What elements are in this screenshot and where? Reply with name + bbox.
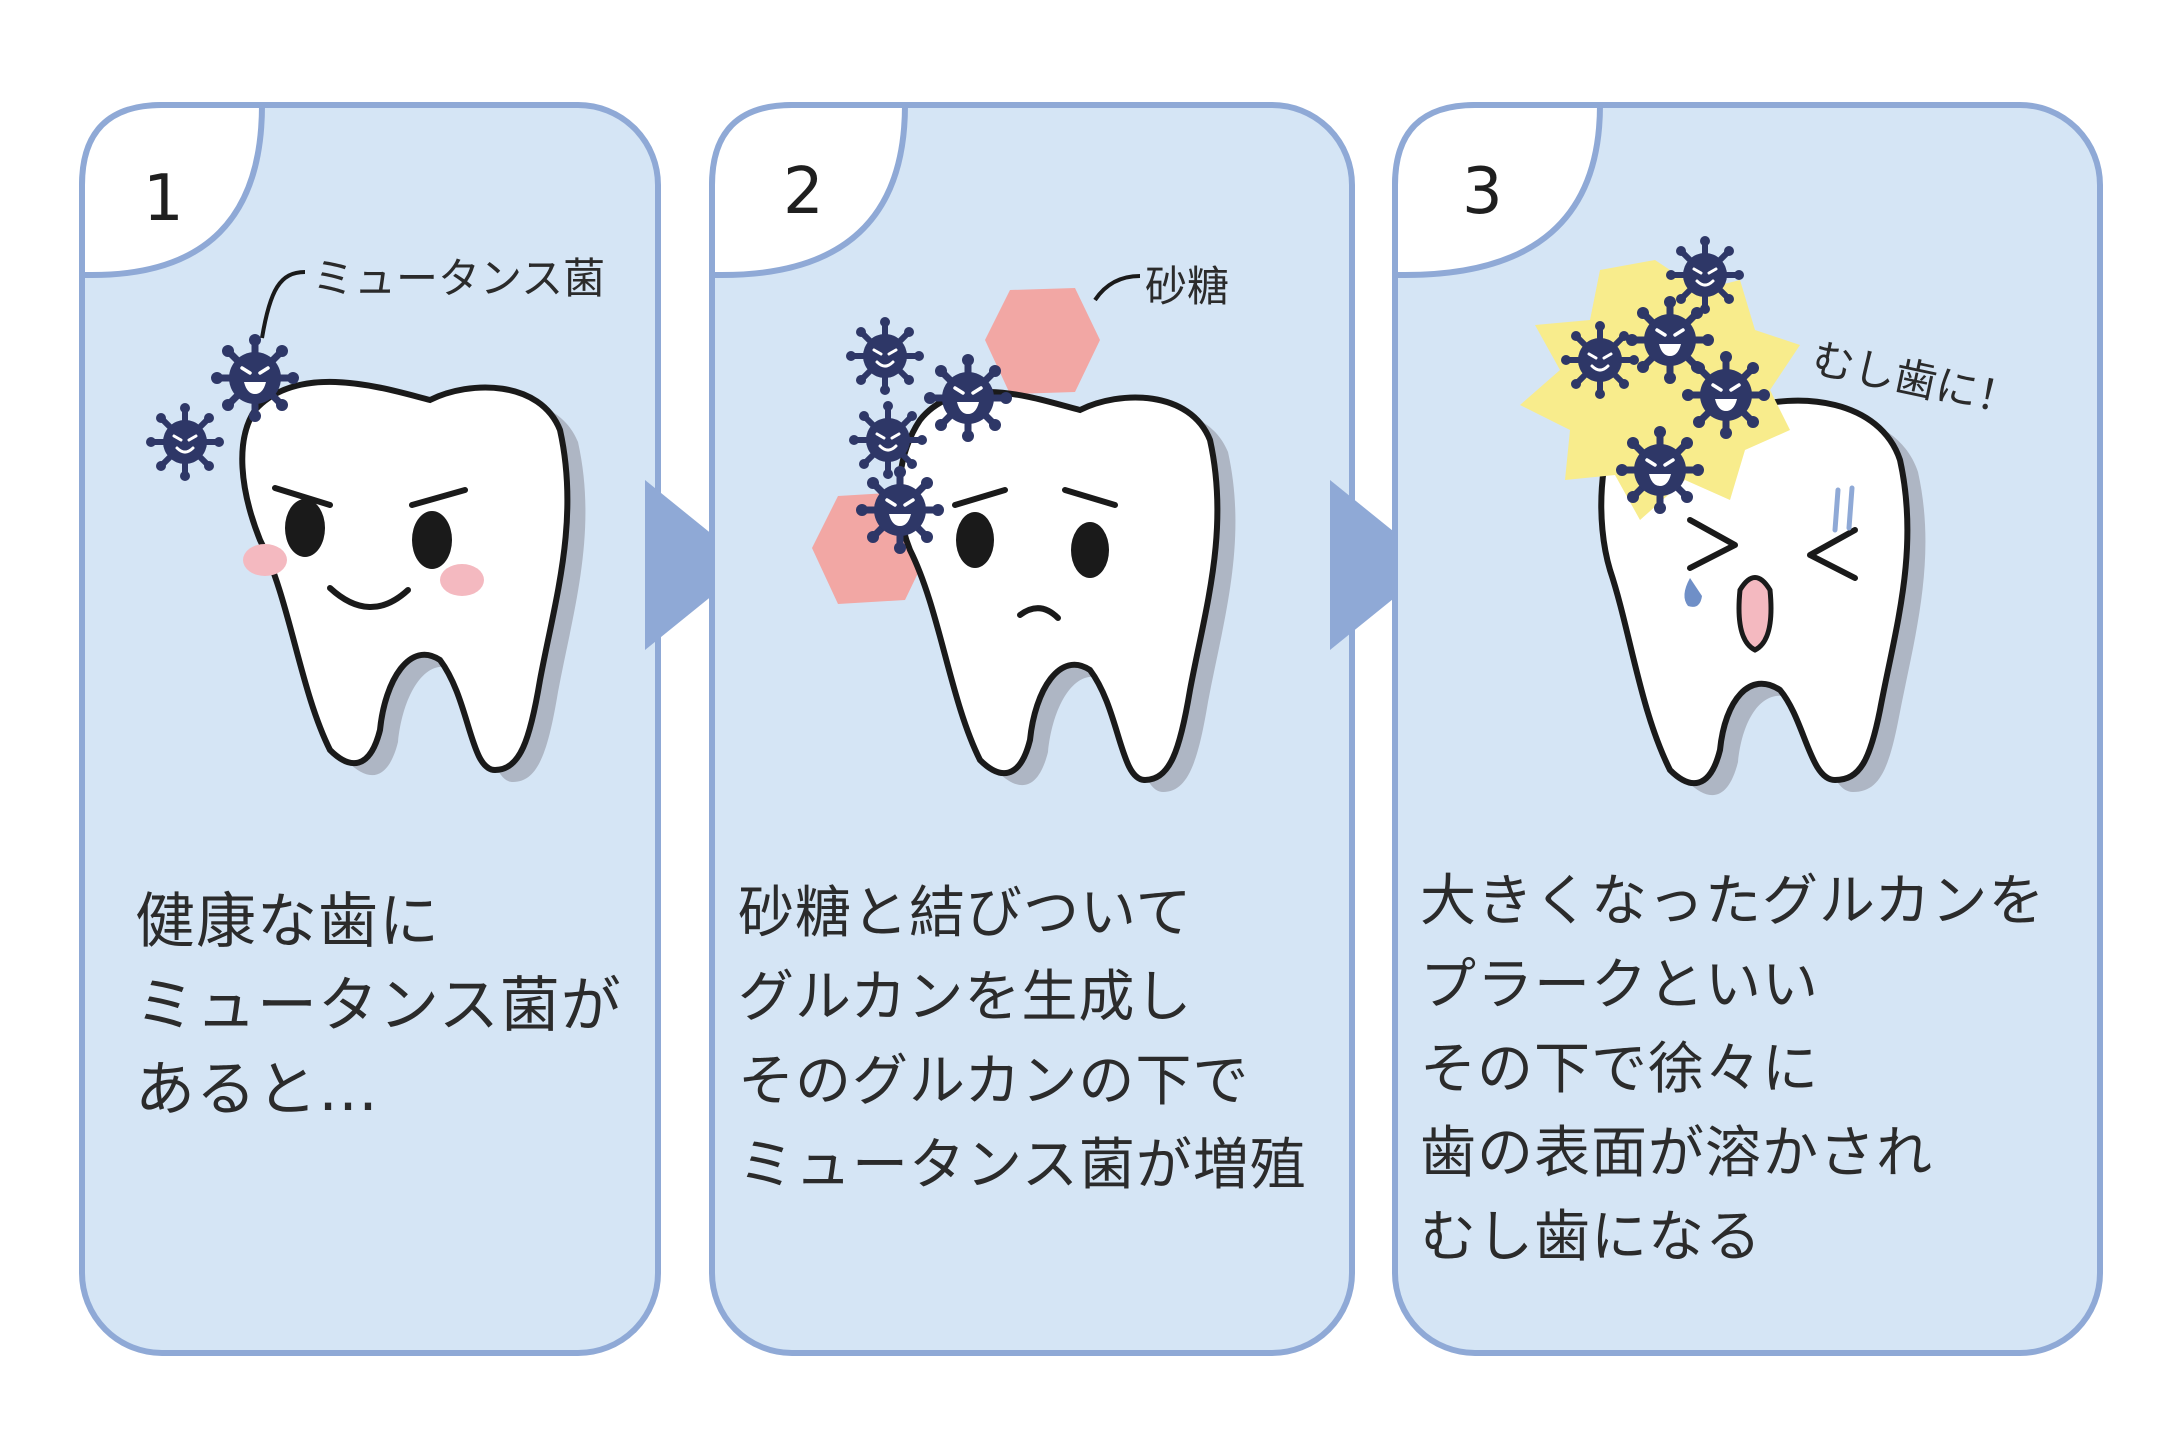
germ-icon	[211, 334, 299, 422]
germ-icon	[1666, 236, 1744, 314]
germ-icon	[924, 354, 1012, 442]
germ-icon	[1561, 321, 1639, 399]
caption-line: そのグルカンの下で	[738, 1049, 1250, 1114]
sugar-crystal	[985, 288, 1100, 394]
germ-icon	[1616, 426, 1704, 514]
panel-2	[709, 102, 1355, 1356]
germ-icon	[846, 317, 924, 395]
caption-line: あると…	[135, 1055, 379, 1125]
panel-1-number-badge	[79, 102, 266, 278]
caption-line: 大きくなったグルカンを	[1420, 869, 2046, 934]
caption-line: ミュータンス菌が	[135, 971, 622, 1041]
panel-3-number: 3	[1462, 155, 1503, 229]
germ-callout: ミュータンス菌	[312, 254, 606, 303]
panel-1	[79, 102, 661, 1356]
sugar-callout: 砂糖	[1145, 262, 1230, 311]
panel-3-number-badge	[1392, 102, 1604, 278]
panel-1-caption: 健康な歯に ミュータンス菌が あると…	[135, 880, 622, 1132]
worried-tooth	[896, 388, 1236, 792]
caption-line: その下で徐々に	[1420, 1037, 1819, 1102]
panel-1-number: 1	[143, 162, 184, 236]
caption-line: むし歯になる	[1420, 1205, 1762, 1270]
caption-line: 歯の表面が溶かされ	[1420, 1121, 1933, 1186]
panel-2-caption: 砂糖と結びついて グルカンを生成し そのグルカンの下で ミュータンス菌が増殖	[738, 872, 1307, 1208]
plaque-burst	[1520, 260, 1800, 520]
panel-3	[1392, 102, 2103, 1356]
panel-2-number: 2	[783, 155, 824, 229]
panel-3-caption: 大きくなったグルカンを プラークといい その下で徐々に 歯の表面が溶かされ むし…	[1420, 860, 2045, 1280]
arrow-right-icon	[1330, 480, 1435, 650]
healthy-tooth	[239, 379, 586, 782]
germ-icon	[146, 403, 224, 481]
decayed-tooth	[1598, 380, 1926, 796]
caption-line: プラークといい	[1420, 953, 1819, 1018]
germ-icon	[1682, 351, 1770, 439]
germ-icon	[849, 401, 927, 479]
panel-2-number-badge	[709, 102, 909, 278]
arrow-right-icon	[645, 480, 750, 650]
germ-icon	[856, 466, 944, 554]
caption-line: ミュータンス菌が増殖	[738, 1133, 1307, 1198]
caption-line: グルカンを生成し	[738, 965, 1193, 1030]
caption-line: 砂糖と結びついて	[738, 881, 1193, 946]
caption-line: 健康な歯に	[135, 887, 440, 957]
